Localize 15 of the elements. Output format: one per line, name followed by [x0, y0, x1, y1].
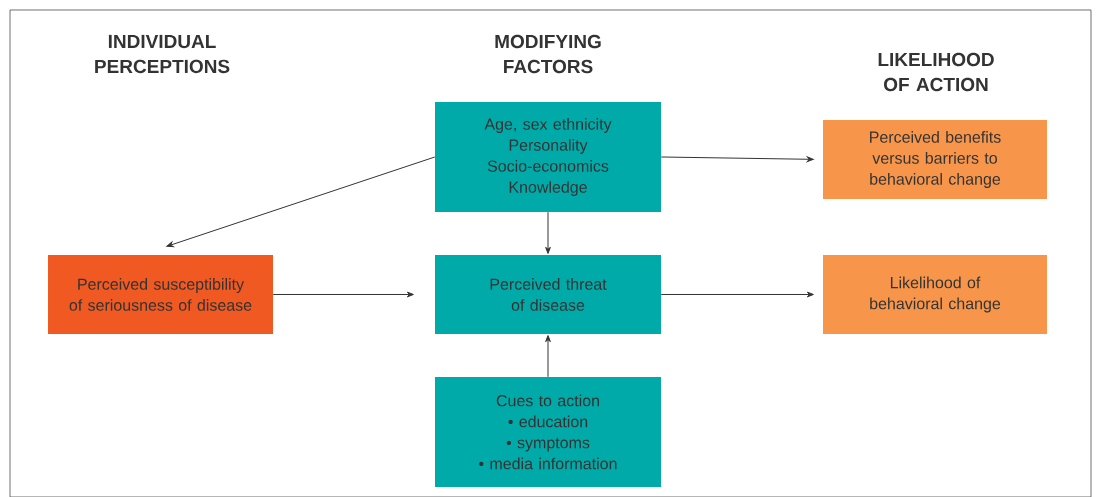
process-box: Age, sex ethnicity Personality Socio-economics Knowledge: [435, 102, 661, 212]
arrow: [545, 335, 551, 378]
arrow: [272, 291, 414, 298]
arrow: [166, 156, 436, 248]
column-heading: INDIVIDUAL PERCEPTIONS: [95, 34, 230, 74]
process-box: Cues to action • education • symptoms • media information: [435, 377, 661, 487]
process-box: Perceived threat of disease: [435, 255, 661, 334]
process-box: Perceived susceptibility of seriousness of disease: [48, 255, 273, 334]
process-box: Likelihood of behavioral change: [823, 255, 1047, 334]
arrow: [660, 291, 814, 298]
arrow: [545, 211, 551, 254]
arrow: [660, 156, 814, 163]
column-heading: MODIFYING FACTORS: [495, 34, 601, 74]
column-heading: LIKELIHOOD OF ACTION: [878, 52, 994, 92]
process-box: Perceived benefits versus barriers to behavioral change: [823, 120, 1047, 199]
